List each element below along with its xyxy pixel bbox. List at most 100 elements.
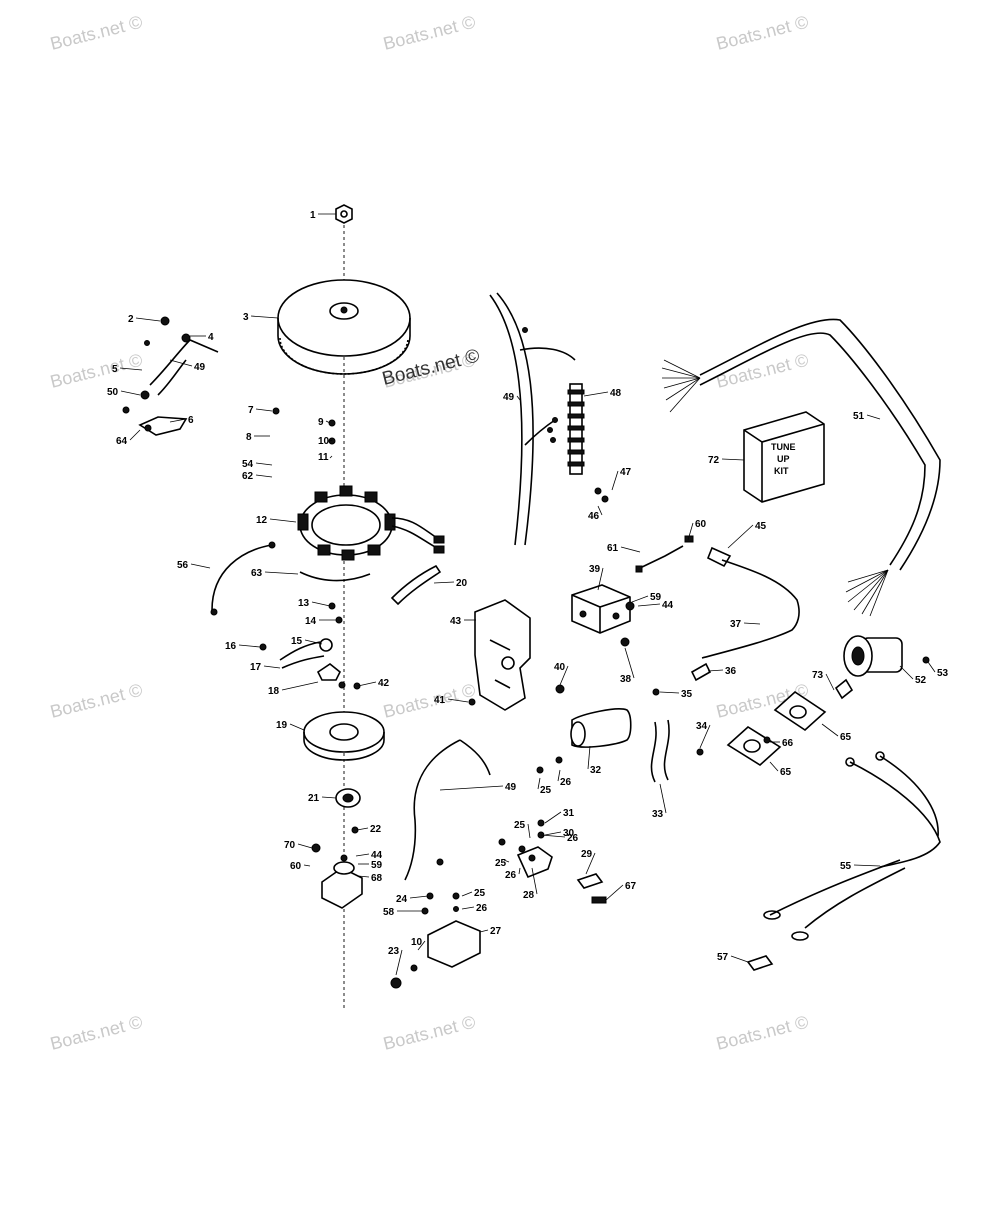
callout-number: 5 <box>112 364 118 375</box>
callout-number: 2 <box>128 314 134 325</box>
callout-number: 25 <box>514 820 526 831</box>
callout-number: 20 <box>456 578 468 589</box>
callout-number: 50 <box>107 387 119 398</box>
callout-leader-line <box>659 691 680 694</box>
callout-number: 59 <box>650 592 662 603</box>
callout-leader-line <box>304 639 323 645</box>
callout-leader-line <box>355 853 370 857</box>
callout-number: 30 <box>563 828 575 839</box>
callout-number: 72 <box>708 455 720 466</box>
callout-leader-line <box>557 769 561 782</box>
callout-leader-line <box>250 315 279 319</box>
callout-number: 34 <box>696 721 708 732</box>
callout-leader-line <box>503 859 510 863</box>
callout-leader-line <box>303 864 311 867</box>
callout-leader-line <box>433 581 455 584</box>
kit-label-line1: TUNE <box>771 442 796 452</box>
callout-leader-line <box>624 647 635 679</box>
callout-number: 73 <box>812 670 824 681</box>
callout-leader-line <box>255 408 273 412</box>
watermark-text: Boats.net © <box>381 1012 477 1054</box>
callout-number: 26 <box>567 833 579 844</box>
callout-number: 27 <box>490 926 502 937</box>
callout-number: 42 <box>378 678 390 689</box>
callout-leader-line <box>821 723 839 737</box>
callout-leader-line <box>518 867 521 875</box>
callout-number: 60 <box>290 861 302 872</box>
callout-number: 70 <box>284 840 296 851</box>
callout-leader-line <box>238 644 261 648</box>
callout-number: 25 <box>540 785 552 796</box>
callout-leader-line <box>825 673 835 691</box>
callout-leader-line <box>135 317 161 322</box>
callout-number: 28 <box>523 890 535 901</box>
callout-leader-line <box>605 884 624 901</box>
center-watermark: Boats.net © <box>380 345 482 389</box>
callout-number: 40 <box>554 662 566 673</box>
callout-leader-line <box>395 949 403 976</box>
callout-number: 15 <box>291 636 303 647</box>
callout-leader-line <box>169 418 187 423</box>
callout-leader-line <box>631 595 649 603</box>
callout-number: 52 <box>915 675 927 686</box>
callout-number: 41 <box>434 695 446 706</box>
callout-number: 44 <box>371 850 383 861</box>
callout-leader-line <box>853 864 881 867</box>
callout-number: 6 <box>188 415 194 426</box>
callout-number: 62 <box>242 471 254 482</box>
callout-number: 26 <box>476 903 488 914</box>
callout-number: 14 <box>305 616 317 627</box>
callout-number: 26 <box>560 777 572 788</box>
callout-number: 13 <box>298 598 310 609</box>
callout-leader-line <box>597 567 604 591</box>
callout-leader-line <box>269 518 297 523</box>
callout-number: 7 <box>248 405 254 416</box>
callout-leader-line <box>727 524 754 549</box>
callout-leader-line <box>527 823 531 839</box>
callout-leader-line <box>730 955 749 963</box>
kit-label-line2: UP <box>777 454 790 464</box>
callout-number: 48 <box>610 388 622 399</box>
callout-leader-line <box>927 661 936 673</box>
callout-number: 46 <box>588 511 600 522</box>
callout-leader-line <box>866 414 881 420</box>
callout-leader-line <box>329 455 333 459</box>
callout-number: 10 <box>318 436 330 447</box>
callout-leader-line <box>516 395 521 401</box>
callout-number: 31 <box>563 808 575 819</box>
callout-number: 4 <box>208 332 214 343</box>
callout-leader-line <box>611 470 619 491</box>
callout-number: 45 <box>755 521 767 532</box>
callout-number: 43 <box>450 616 462 627</box>
callout-leader-line <box>289 723 305 731</box>
callout-leader-line <box>311 601 331 607</box>
callout-leader-line <box>190 563 211 569</box>
callout-number: 10 <box>411 937 423 948</box>
callout-number: 55 <box>840 861 852 872</box>
callout-leader-line <box>540 834 566 838</box>
callout-leader-line <box>583 391 609 397</box>
callout-leader-line <box>356 827 369 831</box>
callout-leader-line <box>447 698 469 703</box>
callout-number: 25 <box>474 888 486 899</box>
watermark-text: Boats.net © <box>381 680 477 722</box>
callout-leader-line <box>263 665 281 669</box>
callout-number: 47 <box>620 467 632 478</box>
callout-number: 53 <box>937 668 949 679</box>
callout-leader-line <box>255 474 273 478</box>
callout-leader-line <box>544 831 562 836</box>
callout-number: 16 <box>225 641 237 652</box>
callout-leader-line <box>769 761 779 772</box>
callout-number: 33 <box>652 809 664 820</box>
watermark-text: Boats.net © <box>48 680 144 722</box>
callout-number: 60 <box>695 519 707 530</box>
watermark-text: Boats.net © <box>381 12 477 54</box>
callout-number: 49 <box>505 782 517 793</box>
callout-leader-line <box>129 429 141 441</box>
callout-leader-line <box>439 785 504 791</box>
callout-leader-line <box>357 875 370 878</box>
callout-number: 22 <box>370 824 382 835</box>
callout-number: 63 <box>251 568 263 579</box>
